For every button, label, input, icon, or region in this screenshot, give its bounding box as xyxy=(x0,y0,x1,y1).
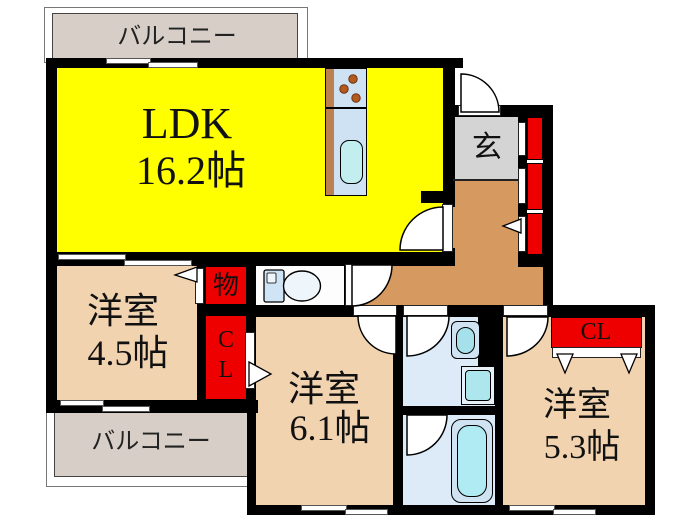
shoebox-panel-3 xyxy=(518,216,526,252)
wall-left xyxy=(46,58,57,412)
west2-door-leaf xyxy=(353,305,397,316)
west3-bottom-window-a xyxy=(509,505,555,511)
ldk-floor xyxy=(57,66,443,258)
shoebox-panel-1 xyxy=(518,122,526,156)
west3-bottom-window-b xyxy=(553,509,596,515)
kitchen-counter-edge xyxy=(326,69,334,195)
wall-washbasin-duct xyxy=(478,315,498,370)
wall-ldk-right-upper xyxy=(443,58,455,207)
hall-floor xyxy=(352,266,543,307)
closet-left-door-panel xyxy=(245,332,255,389)
wall-right-outer xyxy=(543,105,553,317)
closet-right-shelf xyxy=(552,347,641,358)
kitchen-counter-divider xyxy=(326,107,366,109)
west1-size: 4.5帖 xyxy=(87,333,169,373)
west2-name: 洋室 xyxy=(287,369,361,409)
wall-bath-right xyxy=(495,305,503,515)
shoebox-2 xyxy=(527,163,543,210)
wall-bath-divider xyxy=(395,406,497,415)
west2-bottom-window-a xyxy=(301,505,347,511)
storage-box xyxy=(205,266,247,305)
wall-bottom xyxy=(250,505,655,515)
balcony-bottom xyxy=(54,412,251,477)
west1-bottom-window-a xyxy=(60,400,104,406)
toilet-door-leaf xyxy=(345,264,355,306)
washbasin-bowl xyxy=(456,327,475,354)
wall-storage-left xyxy=(197,264,205,404)
ldk-name: LDK xyxy=(141,99,233,148)
wall-west3-right xyxy=(645,305,655,515)
toilet-floor xyxy=(256,264,344,307)
west3-size: 5.3帖 xyxy=(543,429,621,466)
wall-ldk-right-lower xyxy=(443,248,455,266)
ldk-top-window-a xyxy=(106,58,151,64)
ldk-size: 16.2帖 xyxy=(136,148,246,193)
wall-shoebox-bottom xyxy=(518,255,553,267)
west1-name: 洋室 xyxy=(86,291,160,331)
storage-label: 物 xyxy=(212,271,240,300)
ldk-door-leaf xyxy=(442,204,453,252)
balcony-top-label: バルコニー xyxy=(117,24,237,50)
wall-top xyxy=(46,58,463,68)
balcony-bottom-label: バルコニー xyxy=(91,429,211,455)
ldk-west1-slider-b xyxy=(124,260,192,266)
closet-right-label: CL xyxy=(580,319,612,345)
washroom-door-leaf xyxy=(403,305,448,316)
west1-bottom-window-b xyxy=(102,406,150,412)
balcony-top xyxy=(52,13,298,59)
wall-kitchen-stub xyxy=(421,191,445,203)
genkan-floor xyxy=(453,117,518,180)
closet-left-label: CL xyxy=(213,327,239,387)
west2-size: 6.1帖 xyxy=(289,408,371,448)
wall-storage-right xyxy=(247,264,256,515)
ldk-top-window-b xyxy=(148,62,198,68)
west2-bottom-window-b xyxy=(345,509,388,515)
shoebox-1 xyxy=(527,117,543,160)
closet-left-box xyxy=(205,315,247,400)
genkan-label: 玄 xyxy=(472,131,502,164)
bathtub-inner xyxy=(457,425,487,497)
west3-name: 洋室 xyxy=(543,387,611,424)
kitchen-sink xyxy=(340,140,363,184)
west1-floor xyxy=(57,264,197,404)
genkan-step-line xyxy=(453,179,518,181)
ldk-west1-slider-a xyxy=(58,254,126,260)
storage-door-panel xyxy=(195,268,204,304)
shoebox-panel-2 xyxy=(518,168,526,204)
washing-machine xyxy=(465,370,491,401)
entrance-door-leaf xyxy=(458,105,501,116)
shoebox-3 xyxy=(527,213,543,255)
west3-door-leaf xyxy=(503,305,548,316)
